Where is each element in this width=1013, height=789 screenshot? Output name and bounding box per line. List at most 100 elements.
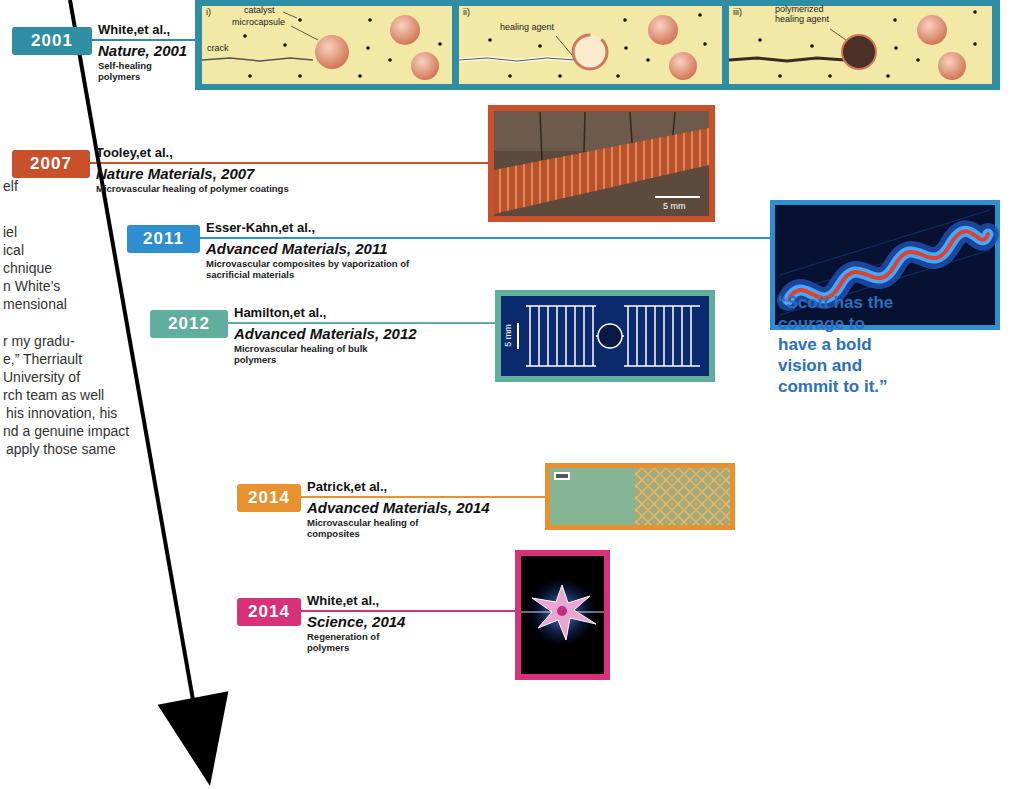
body-text-fragment: chnique xyxy=(3,260,52,277)
journal-name: Advanced Materials, 2014 xyxy=(307,499,490,516)
leader-line xyxy=(556,36,572,55)
regeneration-photo xyxy=(515,550,610,680)
regenerated-region xyxy=(532,585,596,640)
panel xyxy=(729,6,992,84)
photo-ground xyxy=(521,556,604,674)
year-label: 2007 xyxy=(21,151,81,177)
year-tab: 2011Esser-Kahn,et al.,Advanced Materials… xyxy=(127,225,200,253)
year-tab: 2014Patrick,et al.,Advanced Materials, 2… xyxy=(237,484,301,512)
part-label: crack xyxy=(207,43,229,54)
citation-block: Hamilton,et al., Advanced Materials, 2012… xyxy=(234,305,417,365)
coating-photo xyxy=(488,105,715,222)
journal-name: Nature Materials, 2007 xyxy=(96,165,396,182)
author-name: Hamilton,et al., xyxy=(234,305,417,320)
bulk-polymer-micrograph xyxy=(495,290,715,382)
self-healing-illustration xyxy=(195,0,1000,90)
body-text-fragment: apply those same xyxy=(6,441,116,458)
author-name: Patrick,et al., xyxy=(307,479,490,494)
body-text-fragment: ical xyxy=(3,242,24,259)
channel-ladder xyxy=(526,306,700,366)
body-text-fragment: mensional xyxy=(3,296,67,313)
crack-line xyxy=(202,58,313,61)
vascular-core xyxy=(788,231,988,300)
leader-line xyxy=(283,12,297,18)
body-text-fragment: e,” Therriault xyxy=(3,351,82,368)
healing-agent-flow xyxy=(459,58,575,61)
citation-block: Esser-Kahn,et al., Advanced Materials, 20… xyxy=(206,220,421,280)
body-text-fragment: rch team as well xyxy=(3,387,104,404)
year-label: 2014 xyxy=(239,599,299,625)
year-label: 2001 xyxy=(22,28,82,54)
body-text-fragment: elf xyxy=(3,178,18,195)
paper-topic: Microvascular healing of composites xyxy=(307,517,447,539)
author-name: White,et al., xyxy=(98,22,187,37)
microcapsule xyxy=(917,15,947,45)
panel-number: i) xyxy=(206,7,211,18)
picture-frame xyxy=(488,105,715,222)
year-label: 2012 xyxy=(159,311,219,337)
damage-site xyxy=(598,324,622,348)
panel xyxy=(459,6,722,84)
arrow-head xyxy=(158,691,229,786)
author-name: Esser-Kahn,et al., xyxy=(206,220,421,235)
year-tab: 2001White,et al.,Nature, 2001Self-healin… xyxy=(12,27,92,55)
panel-number: ii) xyxy=(463,7,470,18)
vascular-strand xyxy=(788,231,988,300)
part-label: polymerized healing agent xyxy=(775,4,837,24)
microcapsule xyxy=(938,52,966,80)
paper-topic: Regeneration of polymers xyxy=(307,631,407,653)
vascular-strand xyxy=(788,231,988,300)
journal-name: Advanced Materials, 2012 xyxy=(234,325,417,342)
microcapsule xyxy=(411,52,439,80)
journal-name: Advanced Materials, 2011 xyxy=(206,240,421,257)
body-text-fragment: his innovation, his xyxy=(6,405,117,422)
body-text-fragment: nd a genuine impact xyxy=(3,423,129,440)
year-label: 2011 xyxy=(134,226,193,252)
polymerized-crack xyxy=(729,58,845,61)
scale-label: 5 mm xyxy=(503,324,514,347)
body-text-fragment: r my gradu- xyxy=(3,333,75,350)
picture-frame xyxy=(195,0,1000,90)
year-tab: 2014White,et al.,Science, 2014Regenerati… xyxy=(237,598,301,626)
panel-number: iii) xyxy=(733,7,742,18)
photo-icon xyxy=(554,472,570,480)
micrograph-ground xyxy=(501,296,709,376)
year-label: 2014 xyxy=(239,485,299,511)
ruptured-capsule xyxy=(573,35,607,69)
leader-line xyxy=(291,26,318,40)
citation-block: White,et al.,Nature, 2001Self-healing po… xyxy=(98,22,187,82)
author-name: White,et al., xyxy=(307,593,407,608)
paper-topic: Self-healing polymers xyxy=(98,60,173,82)
body-text-fragment: n White’s xyxy=(3,278,60,295)
scale-bar xyxy=(517,323,519,349)
polymerized-capsule xyxy=(842,35,876,69)
composite-photo xyxy=(545,463,735,530)
photo-icon xyxy=(556,474,568,478)
part-label: catalyst xyxy=(244,5,275,16)
photo-ground xyxy=(550,468,635,525)
year-tab: 2007Tooley,et al.,Nature Materials, 2007… xyxy=(12,150,90,178)
body-text-fragment: iel xyxy=(3,224,17,241)
catalyst-dots xyxy=(243,18,442,78)
author-name: Tooley,et al., xyxy=(96,145,396,160)
fiber-lattice xyxy=(635,468,730,525)
part-label: microcapsule xyxy=(232,17,285,28)
part-label: healing agent xyxy=(500,22,554,33)
timeline-line xyxy=(127,237,772,239)
regenerated-core xyxy=(557,606,567,616)
journal-name: Science, 2014 xyxy=(307,613,407,630)
picture-frame xyxy=(515,550,610,680)
scale-bar xyxy=(655,196,700,198)
channel-stripes xyxy=(500,120,708,220)
paper-topic: Microvascular healing of polymer coating… xyxy=(96,183,396,194)
picture-frame xyxy=(495,290,715,382)
microcapsule xyxy=(669,52,697,80)
microcapsule xyxy=(390,15,420,45)
paper-topic: Microvascular composites by vaporization… xyxy=(206,258,421,280)
body-text-fragment: University of xyxy=(3,369,80,386)
pull-quote: “Scott has the courage to have a bold vi… xyxy=(778,292,906,397)
citation-block: Tooley,et al., Nature Materials, 2007Micr… xyxy=(96,145,396,194)
leader-line xyxy=(830,29,846,40)
panel xyxy=(202,6,452,84)
